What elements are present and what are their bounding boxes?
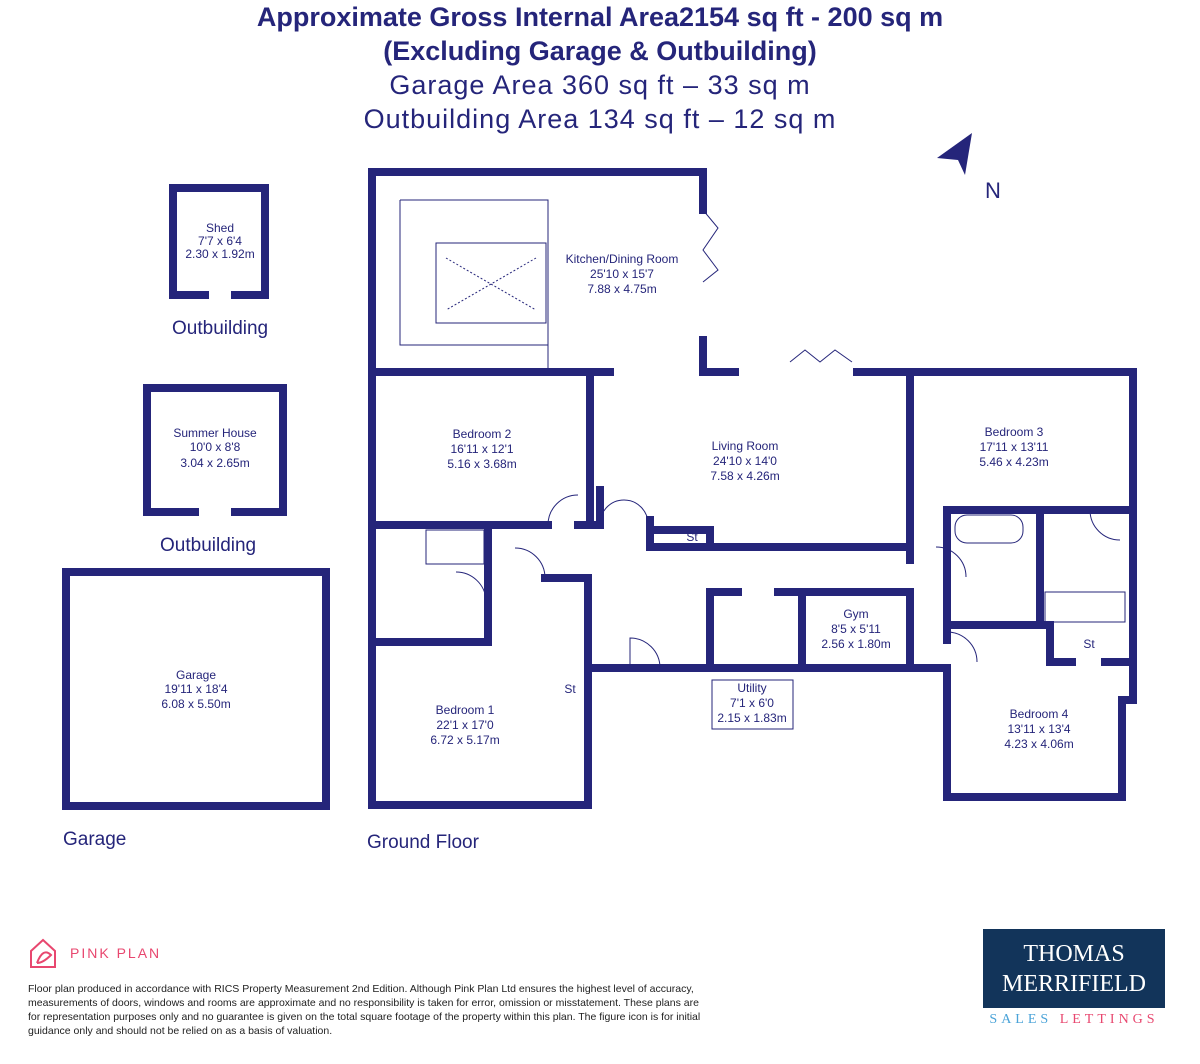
bed1-metric: 6.72 x 5.17m: [430, 733, 499, 747]
agent-name-line2: MERRIFIELD: [1002, 971, 1146, 997]
bifold-door-kitchen: [702, 209, 719, 283]
gym-imperial: 8'5 x 5'11: [831, 622, 881, 636]
garage-walls: [62, 568, 330, 810]
summer-house-walls: [143, 384, 287, 516]
outbuilding-area: Outbuilding Area 134 sq ft – 12 sq m: [363, 104, 837, 134]
walls: [62, 168, 1137, 810]
kitchen-walls: [368, 168, 739, 376]
ensuite-wall: [368, 521, 492, 646]
kitchen-imperial: 25'10 x 15'7: [590, 267, 654, 281]
gym-name: Gym: [843, 607, 868, 621]
living-bed3-walls: [646, 368, 1137, 704]
bed3-metric: 5.46 x 4.23m: [979, 455, 1048, 469]
shower-tray-2: [1044, 591, 1126, 623]
north-label: N: [985, 178, 1001, 203]
compass: N: [937, 133, 1001, 203]
living-metric: 7.58 x 4.26m: [710, 469, 779, 483]
shed-name: Shed: [206, 221, 234, 235]
agent-services: SALES LETTINGS: [983, 1012, 1165, 1028]
utility-label-box: [711, 679, 794, 730]
bed4-imperial: 13'11 x 13'4: [1007, 722, 1070, 736]
summer-metric: 3.04 x 2.65m: [180, 456, 249, 470]
bed3-name: Bedroom 3: [985, 425, 1044, 439]
shed-metric: 2.30 x 1.92m: [185, 247, 254, 261]
agent-name-line1: THOMAS: [1023, 941, 1125, 967]
skylight-cross: [445, 257, 537, 311]
utility-name: Utility: [737, 681, 766, 695]
bed2-south-wall: [368, 486, 604, 529]
summer-imperial: 10'0 x 8'8: [190, 440, 241, 454]
door-swings: [455, 494, 1121, 669]
north-arrow-icon: [937, 133, 972, 175]
gross-area-title: Approximate Gross Internal Area2154 sq f…: [256, 2, 944, 32]
store-walls: [1046, 621, 1129, 666]
sales-label: SALES: [989, 1012, 1053, 1027]
store-label: St: [564, 682, 576, 696]
garage-name: Garage: [176, 668, 216, 682]
garage-metric: 6.08 x 5.50m: [161, 697, 230, 711]
disclaimer: Floor plan produced in accordance with R…: [28, 983, 701, 1037]
store-label: St: [1083, 637, 1095, 651]
fixtures: [399, 199, 1126, 669]
outbuilding-label-summer: Outbuilding: [160, 535, 257, 556]
gym-metric: 2.56 x 1.80m: [821, 637, 890, 651]
shed-walls: [169, 184, 269, 299]
pink-plan-logo: PINK PLAN: [28, 937, 161, 969]
outbuilding-label-shed: Outbuilding: [172, 318, 269, 339]
agent-logo: THOMAS MERRIFIELD: [983, 929, 1165, 1008]
utility-imperial: 7'1 x 6'0: [730, 696, 774, 710]
living-name: Living Room: [712, 439, 779, 453]
lettings-label: LETTINGS: [1059, 1012, 1159, 1027]
summer-name: Summer House: [173, 426, 257, 440]
bed2-imperial: 16'11 x 12'1: [450, 442, 513, 456]
bifold-door-living: [789, 349, 853, 363]
garage-area: Garage Area 360 sq ft – 33 sq m: [389, 70, 811, 100]
west-walls: [368, 168, 592, 809]
ground-floor-label: Ground Floor: [367, 832, 479, 853]
kitchen-metric: 7.88 x 4.75m: [587, 282, 656, 296]
bed4-name: Bedroom 4: [1010, 707, 1069, 721]
bath: [954, 514, 1024, 544]
kitchen-name: Kitchen/Dining Room: [566, 252, 679, 266]
bath-block-walls: [943, 506, 1135, 644]
bed2-name: Bedroom 2: [453, 427, 512, 441]
garage-imperial: 19'11 x 18'4: [164, 682, 227, 696]
living-imperial: 24'10 x 14'0: [713, 454, 777, 468]
exclusion-note: (Excluding Garage & Outbuilding): [383, 36, 817, 66]
kitchen-island-outline: [399, 199, 549, 372]
floor-plan-drawing: N Shed 7'7 x 6'4 2.30 x 1.92m Summer Hou…: [62, 133, 1137, 810]
skylight: [435, 242, 547, 324]
store-living-wall: [651, 526, 714, 551]
bed1-imperial: 22'1 x 17'0: [436, 718, 494, 732]
shed-imperial: 7'7 x 6'4: [198, 234, 242, 248]
utility-gym-walls: [706, 588, 914, 672]
utility-metric: 2.15 x 1.83m: [717, 711, 786, 725]
room-labels: Shed 7'7 x 6'4 2.30 x 1.92m Summer House…: [161, 221, 1095, 751]
shower-tray: [425, 529, 485, 565]
bed3-imperial: 17'11 x 13'11: [980, 440, 1049, 454]
house-leaf-icon: [30, 938, 56, 968]
store-label: St: [686, 530, 698, 544]
south-walls: [584, 664, 1137, 801]
bed1-name: Bedroom 1: [436, 703, 495, 717]
pink-plan-brand: PINK PLAN: [70, 945, 162, 961]
bed4-metric: 4.23 x 4.06m: [1004, 737, 1073, 751]
garage-label: Garage: [63, 829, 127, 850]
bed2-metric: 5.16 x 3.68m: [447, 457, 516, 471]
